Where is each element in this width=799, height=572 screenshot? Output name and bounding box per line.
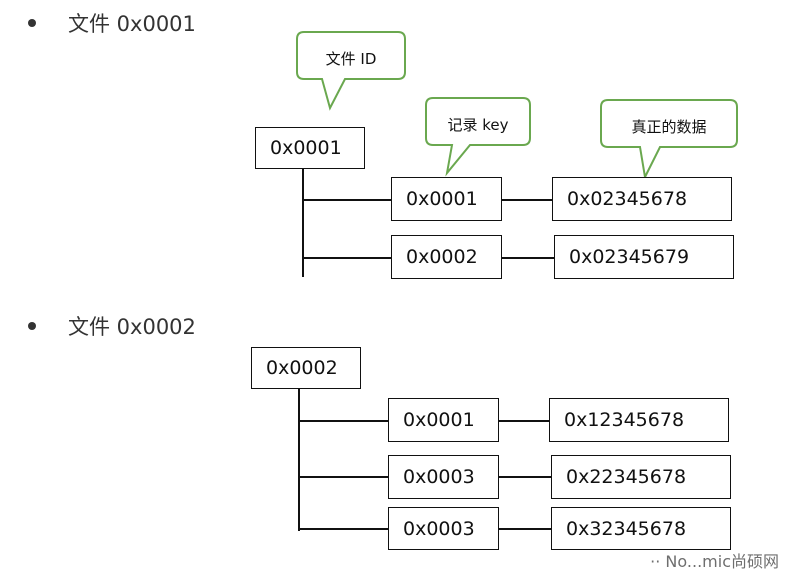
callout-real-data: 真正的数据: [631, 118, 707, 136]
record-value-node: 0x02345678: [552, 177, 732, 221]
branch-line: [298, 528, 388, 530]
callout-record-key-shape: [425, 97, 531, 177]
record-value-node: 0x32345678: [551, 507, 731, 550]
record-value-node: 0x02345679: [554, 235, 734, 279]
callout-real-data-shape: [600, 99, 738, 181]
tree-trunk: [302, 169, 304, 277]
link-line: [499, 476, 551, 478]
link-line: [502, 199, 552, 201]
branch-line: [298, 420, 388, 422]
tree-trunk: [298, 389, 300, 531]
root-node: 0x0001: [255, 127, 365, 169]
link-line: [499, 420, 549, 422]
record-key-node: 0x0003: [388, 507, 499, 550]
record-key-node: 0x0002: [391, 235, 502, 279]
bullet-file-0x0001: 文件 0x0001: [28, 8, 196, 38]
watermark: ·· No...mic尚硕网: [650, 552, 779, 571]
link-line: [499, 528, 551, 530]
record-value-node: 0x12345678: [549, 398, 729, 442]
link-line: [502, 257, 554, 259]
branch-line: [302, 199, 391, 201]
root-node: 0x0002: [251, 347, 361, 389]
record-key-node: 0x0001: [391, 177, 502, 221]
record-key-node: 0x0003: [388, 455, 499, 499]
branch-line: [298, 476, 388, 478]
bullet-file-0x0002: 文件 0x0002: [28, 311, 196, 341]
bullet-label: 文件 0x0001: [68, 12, 196, 36]
bullet-dot: [28, 322, 36, 330]
callout-record-key: 记录 key: [447, 116, 509, 134]
record-key-node: 0x0001: [388, 398, 499, 442]
bullet-dot: [28, 19, 36, 27]
record-value-node: 0x22345678: [551, 455, 731, 499]
bullet-label: 文件 0x0002: [68, 315, 196, 339]
branch-line: [302, 257, 391, 259]
callout-file-id: 文件 ID: [325, 50, 377, 68]
callout-file-id-shape: [296, 31, 406, 111]
